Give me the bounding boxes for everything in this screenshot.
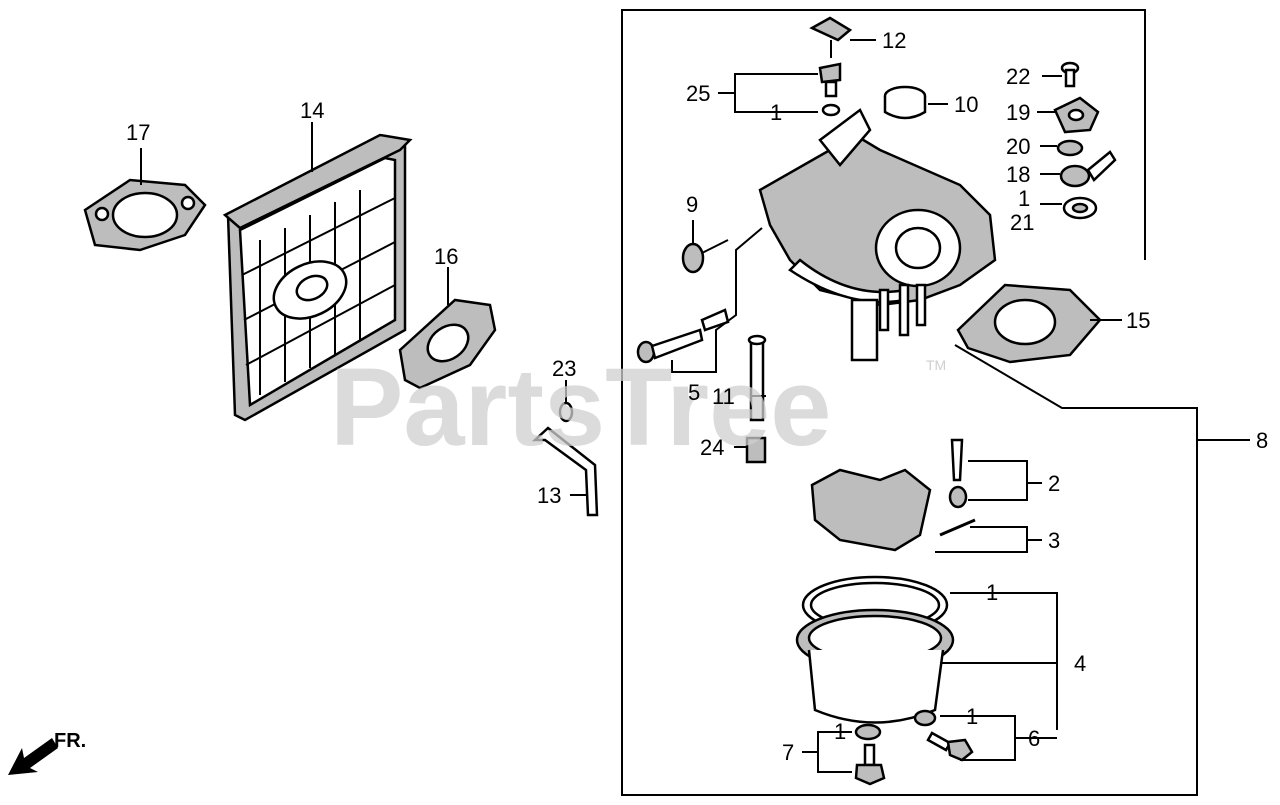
callout-7: 7 (782, 740, 794, 765)
direction-label: FR. (54, 730, 86, 752)
case-grid (241, 190, 396, 395)
air-cleaner-case-14[interactable] (222, 133, 413, 422)
callout-18: 18 (1006, 162, 1030, 187)
callout-15: 15 (1126, 308, 1150, 333)
washer-1-bowl[interactable] (913, 709, 937, 727)
float-valve-2[interactable] (948, 438, 968, 509)
nozzle-11[interactable] (747, 334, 767, 422)
callout-17: 17 (126, 120, 150, 145)
callout-25: 25 (686, 81, 710, 106)
cap-10[interactable] (883, 85, 927, 120)
ring-21[interactable] (1062, 196, 1098, 220)
callout-22: 22 (1006, 64, 1030, 89)
callout-1-washer: 1 (966, 704, 978, 729)
screw-9[interactable] (681, 239, 729, 274)
screw-12[interactable] (809, 16, 853, 58)
plate-19[interactable] (1053, 96, 1100, 134)
callout-21: 21 (1010, 210, 1034, 235)
leader-2 (968, 460, 1028, 501)
clip-23[interactable] (558, 401, 574, 423)
washer-1-bottom[interactable] (854, 723, 882, 741)
gasket-16[interactable] (398, 298, 497, 390)
callout-5: 5 (688, 380, 700, 405)
float-pin-3[interactable] (939, 518, 976, 537)
watermark-tm: TM (926, 357, 946, 373)
callout-1-upper: 1 (770, 100, 782, 125)
callout-10: 10 (954, 92, 978, 117)
drain-bolt-6[interactable] (926, 731, 974, 762)
bolt-7[interactable] (854, 743, 886, 786)
pilot-screw-5[interactable] (636, 308, 730, 364)
callout-9: 9 (686, 192, 698, 217)
callout-6: 6 (1028, 726, 1040, 751)
callout-11: 11 (712, 384, 735, 409)
lever-18[interactable] (1059, 150, 1117, 188)
callout-20: 20 (1006, 134, 1030, 159)
callout-4: 4 (1074, 651, 1086, 676)
callout-13: 13 (537, 483, 561, 508)
callout-12: 12 (882, 28, 906, 53)
callout-24: 24 (700, 435, 724, 460)
choke-rod-13[interactable] (531, 426, 599, 517)
callout-14: 14 (300, 98, 324, 123)
assembly-frame (621, 9, 1198, 796)
callout-3: 3 (1048, 528, 1060, 553)
front-direction-arrow-icon (8, 738, 58, 775)
leader-5 (671, 227, 763, 373)
screw-25[interactable] (818, 62, 842, 117)
gasket-15[interactable] (956, 283, 1102, 364)
callout-16: 16 (434, 244, 458, 269)
jet-24[interactable] (745, 436, 767, 464)
callout-1-lower: 1 (834, 719, 846, 744)
float-bowl-4[interactable] (795, 608, 955, 724)
gasket-17[interactable] (83, 178, 207, 252)
float[interactable] (810, 468, 932, 552)
leader-1b (950, 592, 1058, 730)
carburetor-body[interactable] (758, 108, 997, 362)
callout-1-ring: 1 (1018, 186, 1030, 211)
screw-22[interactable] (1060, 61, 1080, 88)
callout-19: 19 (1006, 100, 1030, 125)
washer-20[interactable] (1056, 139, 1084, 157)
callout-8: 8 (1256, 428, 1268, 453)
watermark-brand: PartsTree (330, 346, 831, 469)
callout-2: 2 (1048, 471, 1060, 496)
callout-1-gasket: 1 (986, 580, 998, 605)
callout-23: 23 (552, 356, 576, 381)
